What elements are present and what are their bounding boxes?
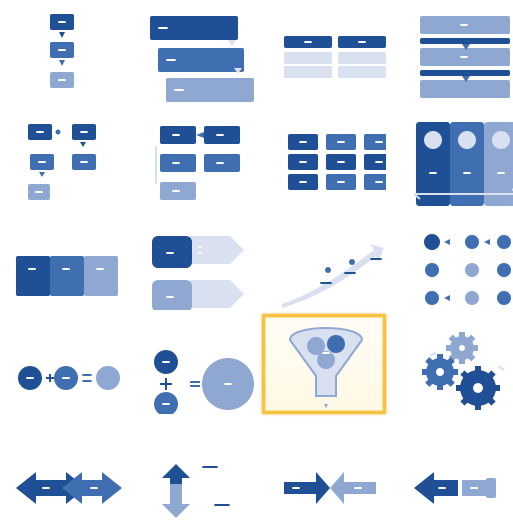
arrow-boxes-thumbnail-icon [152,236,244,310]
continuous-blocks-thumbnail-icon [16,256,118,296]
layout-tile-opposing-arrows[interactable] [262,418,386,518]
circle-process-thumbnail-icon [424,234,511,305]
opposing-arrows-thumbnail-icon [284,472,376,504]
picture-columns-thumbnail-icon [413,122,513,206]
layout-tile-funnel[interactable] [262,314,386,414]
equation-thumbnail-icon [18,366,120,390]
upward-arrow-thumbnail-icon [282,244,384,308]
layout-tile-bracket-process[interactable] [132,106,256,206]
gears-thumbnail-icon [422,332,505,410]
layout-tile-vertical-equation[interactable] [132,314,256,414]
layout-tile-converging-arrows[interactable] [392,418,513,518]
horizontal-bands-thumbnail-icon [420,16,510,98]
double-arrow-thumbnail-icon [16,472,122,504]
layout-tile-grid-matrix[interactable] [262,106,386,206]
staggered-process-thumbnail-icon [150,16,254,102]
layout-tile-gears[interactable] [392,314,513,414]
layout-tile-table-list[interactable] [262,2,386,102]
grid-matrix-thumbnail-icon [288,134,386,190]
table-list-thumbnail-icon [284,36,386,78]
layout-tile-circle-process[interactable] [392,210,513,310]
converging-arrows-thumbnail-icon [414,472,496,504]
layout-tile-continuous-blocks[interactable] [2,210,126,310]
layout-tile-up-down-arrows[interactable] [132,418,256,518]
layout-tile-picture-columns[interactable] [392,106,513,206]
layout-tile-double-arrow[interactable] [2,418,126,518]
layout-tile-staggered-process[interactable] [132,2,256,102]
layout-tile-arrow-boxes[interactable] [132,210,256,310]
bending-process-thumbnail-icon [28,124,96,200]
vertical-equation-thumbnail-icon [154,350,254,414]
layout-tile-horizontal-bands[interactable] [392,2,513,102]
up-down-arrows-thumbnail-icon [162,464,230,518]
layout-tile-equation[interactable] [2,314,126,414]
layout-tile-upward-arrow[interactable] [262,210,386,310]
layout-tile-bending-process[interactable] [2,106,126,206]
layout-tile-vertical-process[interactable] [2,2,126,102]
bracket-process-thumbnail-icon [155,126,240,200]
funnel-thumbnail-icon [288,327,364,408]
vertical-process-thumbnail-icon [50,14,74,88]
